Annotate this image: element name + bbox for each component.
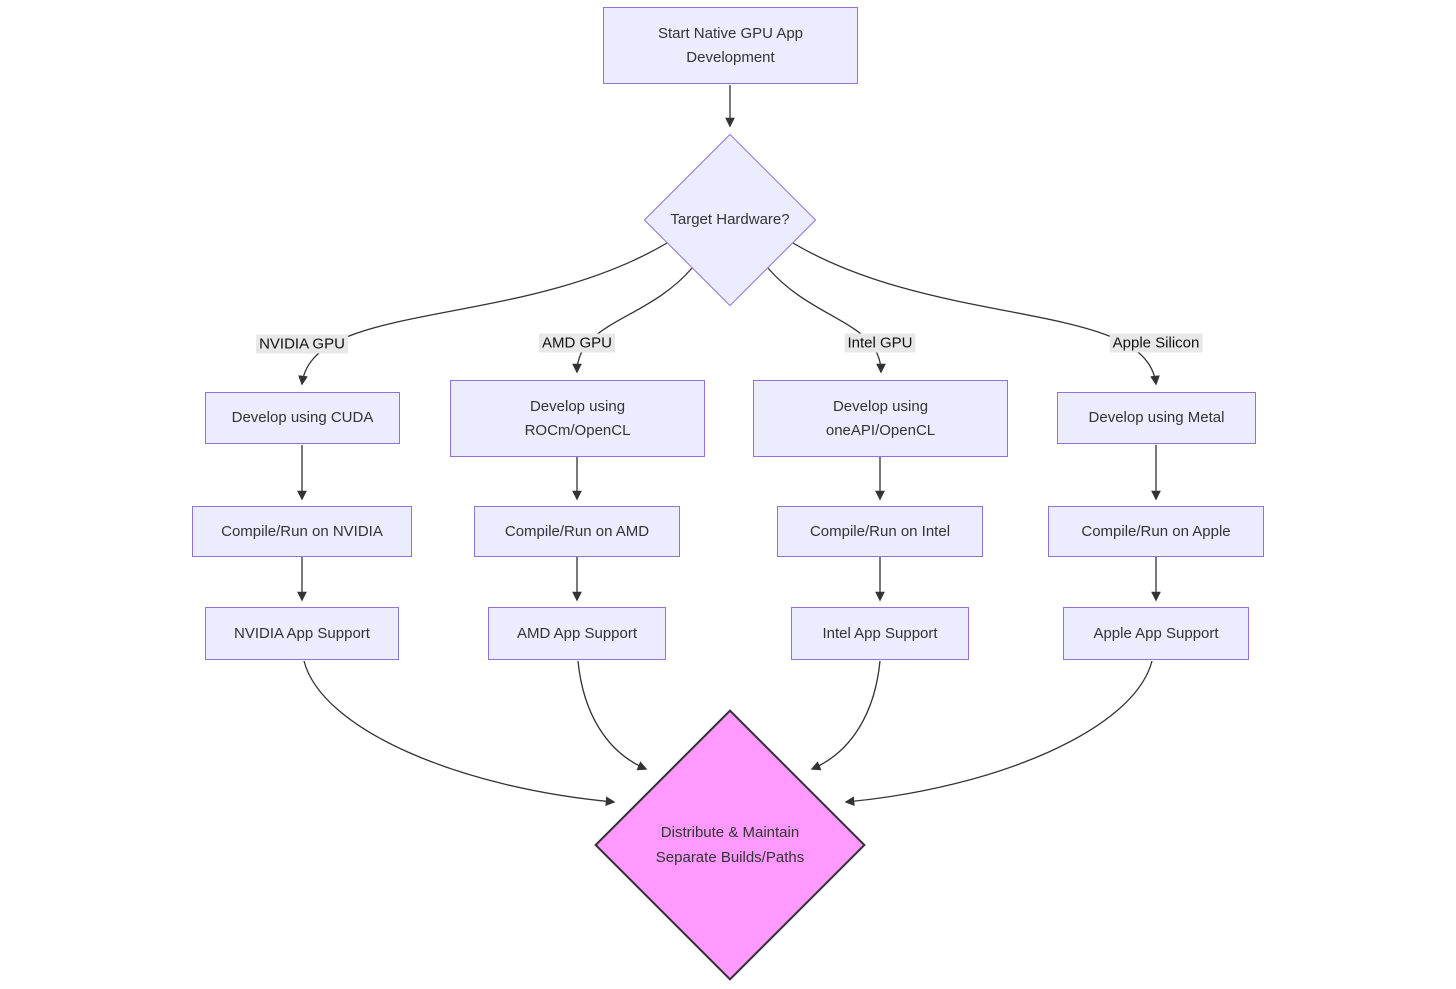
edge-label-intel-gpu: Intel GPU bbox=[844, 333, 916, 353]
edge-decision-to-metal bbox=[792, 242, 1160, 386]
edge-support-amd-to-final bbox=[577, 660, 648, 771]
node-develop-rocm-line1: Develop using bbox=[529, 397, 626, 415]
node-start-line2: Development bbox=[686, 48, 775, 66]
edge-decision-to-oneapi bbox=[767, 267, 886, 374]
edge-label-apple-silicon: Apple Silicon bbox=[1109, 333, 1203, 353]
node-develop-oneapi: Develop using oneAPI/OpenCL bbox=[753, 380, 1008, 457]
edge-support-intel-to-final bbox=[810, 660, 881, 771]
edge-decision-to-cuda bbox=[298, 242, 668, 386]
node-develop-rocm-line2: ROCm/OpenCL bbox=[524, 421, 631, 439]
node-develop-metal: Develop using Metal bbox=[1057, 392, 1256, 444]
edge-support-apple-to-final bbox=[844, 660, 1153, 807]
node-run-intel: Compile/Run on Intel bbox=[777, 506, 983, 557]
edge-decision-to-rocm bbox=[572, 267, 693, 374]
node-run-amd: Compile/Run on AMD bbox=[474, 506, 680, 557]
node-run-apple: Compile/Run on Apple bbox=[1048, 506, 1264, 557]
edge-label-amd-gpu: AMD GPU bbox=[538, 333, 616, 353]
node-final: Distribute & Maintain Separate Builds/Pa… bbox=[630, 815, 830, 875]
node-support-amd-label: AMD App Support bbox=[516, 624, 638, 642]
node-support-nvidia: NVIDIA App Support bbox=[205, 607, 399, 660]
node-run-nvidia: Compile/Run on NVIDIA bbox=[192, 506, 412, 557]
node-run-amd-label: Compile/Run on AMD bbox=[504, 522, 650, 540]
node-final-line1: Distribute & Maintain bbox=[660, 823, 800, 841]
node-run-nvidia-label: Compile/Run on NVIDIA bbox=[221, 522, 383, 540]
node-support-nvidia-label: NVIDIA App Support bbox=[234, 624, 370, 642]
node-support-apple-label: Apple App Support bbox=[1093, 624, 1219, 642]
node-develop-cuda-label: Develop using CUDA bbox=[231, 409, 374, 426]
node-run-apple-label: Compile/Run on Apple bbox=[1081, 522, 1231, 540]
node-develop-rocm: Develop using ROCm/OpenCL bbox=[450, 380, 705, 457]
node-develop-metal-label: Develop using Metal bbox=[1088, 409, 1225, 426]
edge-label-nvidia-gpu: NVIDIA GPU bbox=[256, 334, 348, 354]
node-support-amd: AMD App Support bbox=[488, 607, 666, 660]
node-support-intel-label: Intel App Support bbox=[822, 624, 938, 642]
node-develop-cuda: Develop using CUDA bbox=[205, 392, 400, 444]
node-develop-oneapi-line1: Develop using bbox=[832, 397, 929, 415]
node-start: Start Native GPU App Development bbox=[603, 7, 858, 84]
node-decision-label: Target Hardware? bbox=[670, 211, 790, 229]
node-start-line1: Start Native GPU App bbox=[657, 24, 804, 42]
node-develop-oneapi-line2: oneAPI/OpenCL bbox=[825, 421, 936, 439]
node-run-intel-label: Compile/Run on Intel bbox=[809, 522, 951, 540]
edge-support-nvidia-to-final bbox=[303, 660, 616, 807]
node-decision: Target Hardware? bbox=[645, 195, 815, 245]
node-final-line2: Separate Builds/Paths bbox=[655, 849, 805, 866]
node-support-intel: Intel App Support bbox=[791, 607, 969, 660]
node-support-apple: Apple App Support bbox=[1063, 607, 1249, 660]
